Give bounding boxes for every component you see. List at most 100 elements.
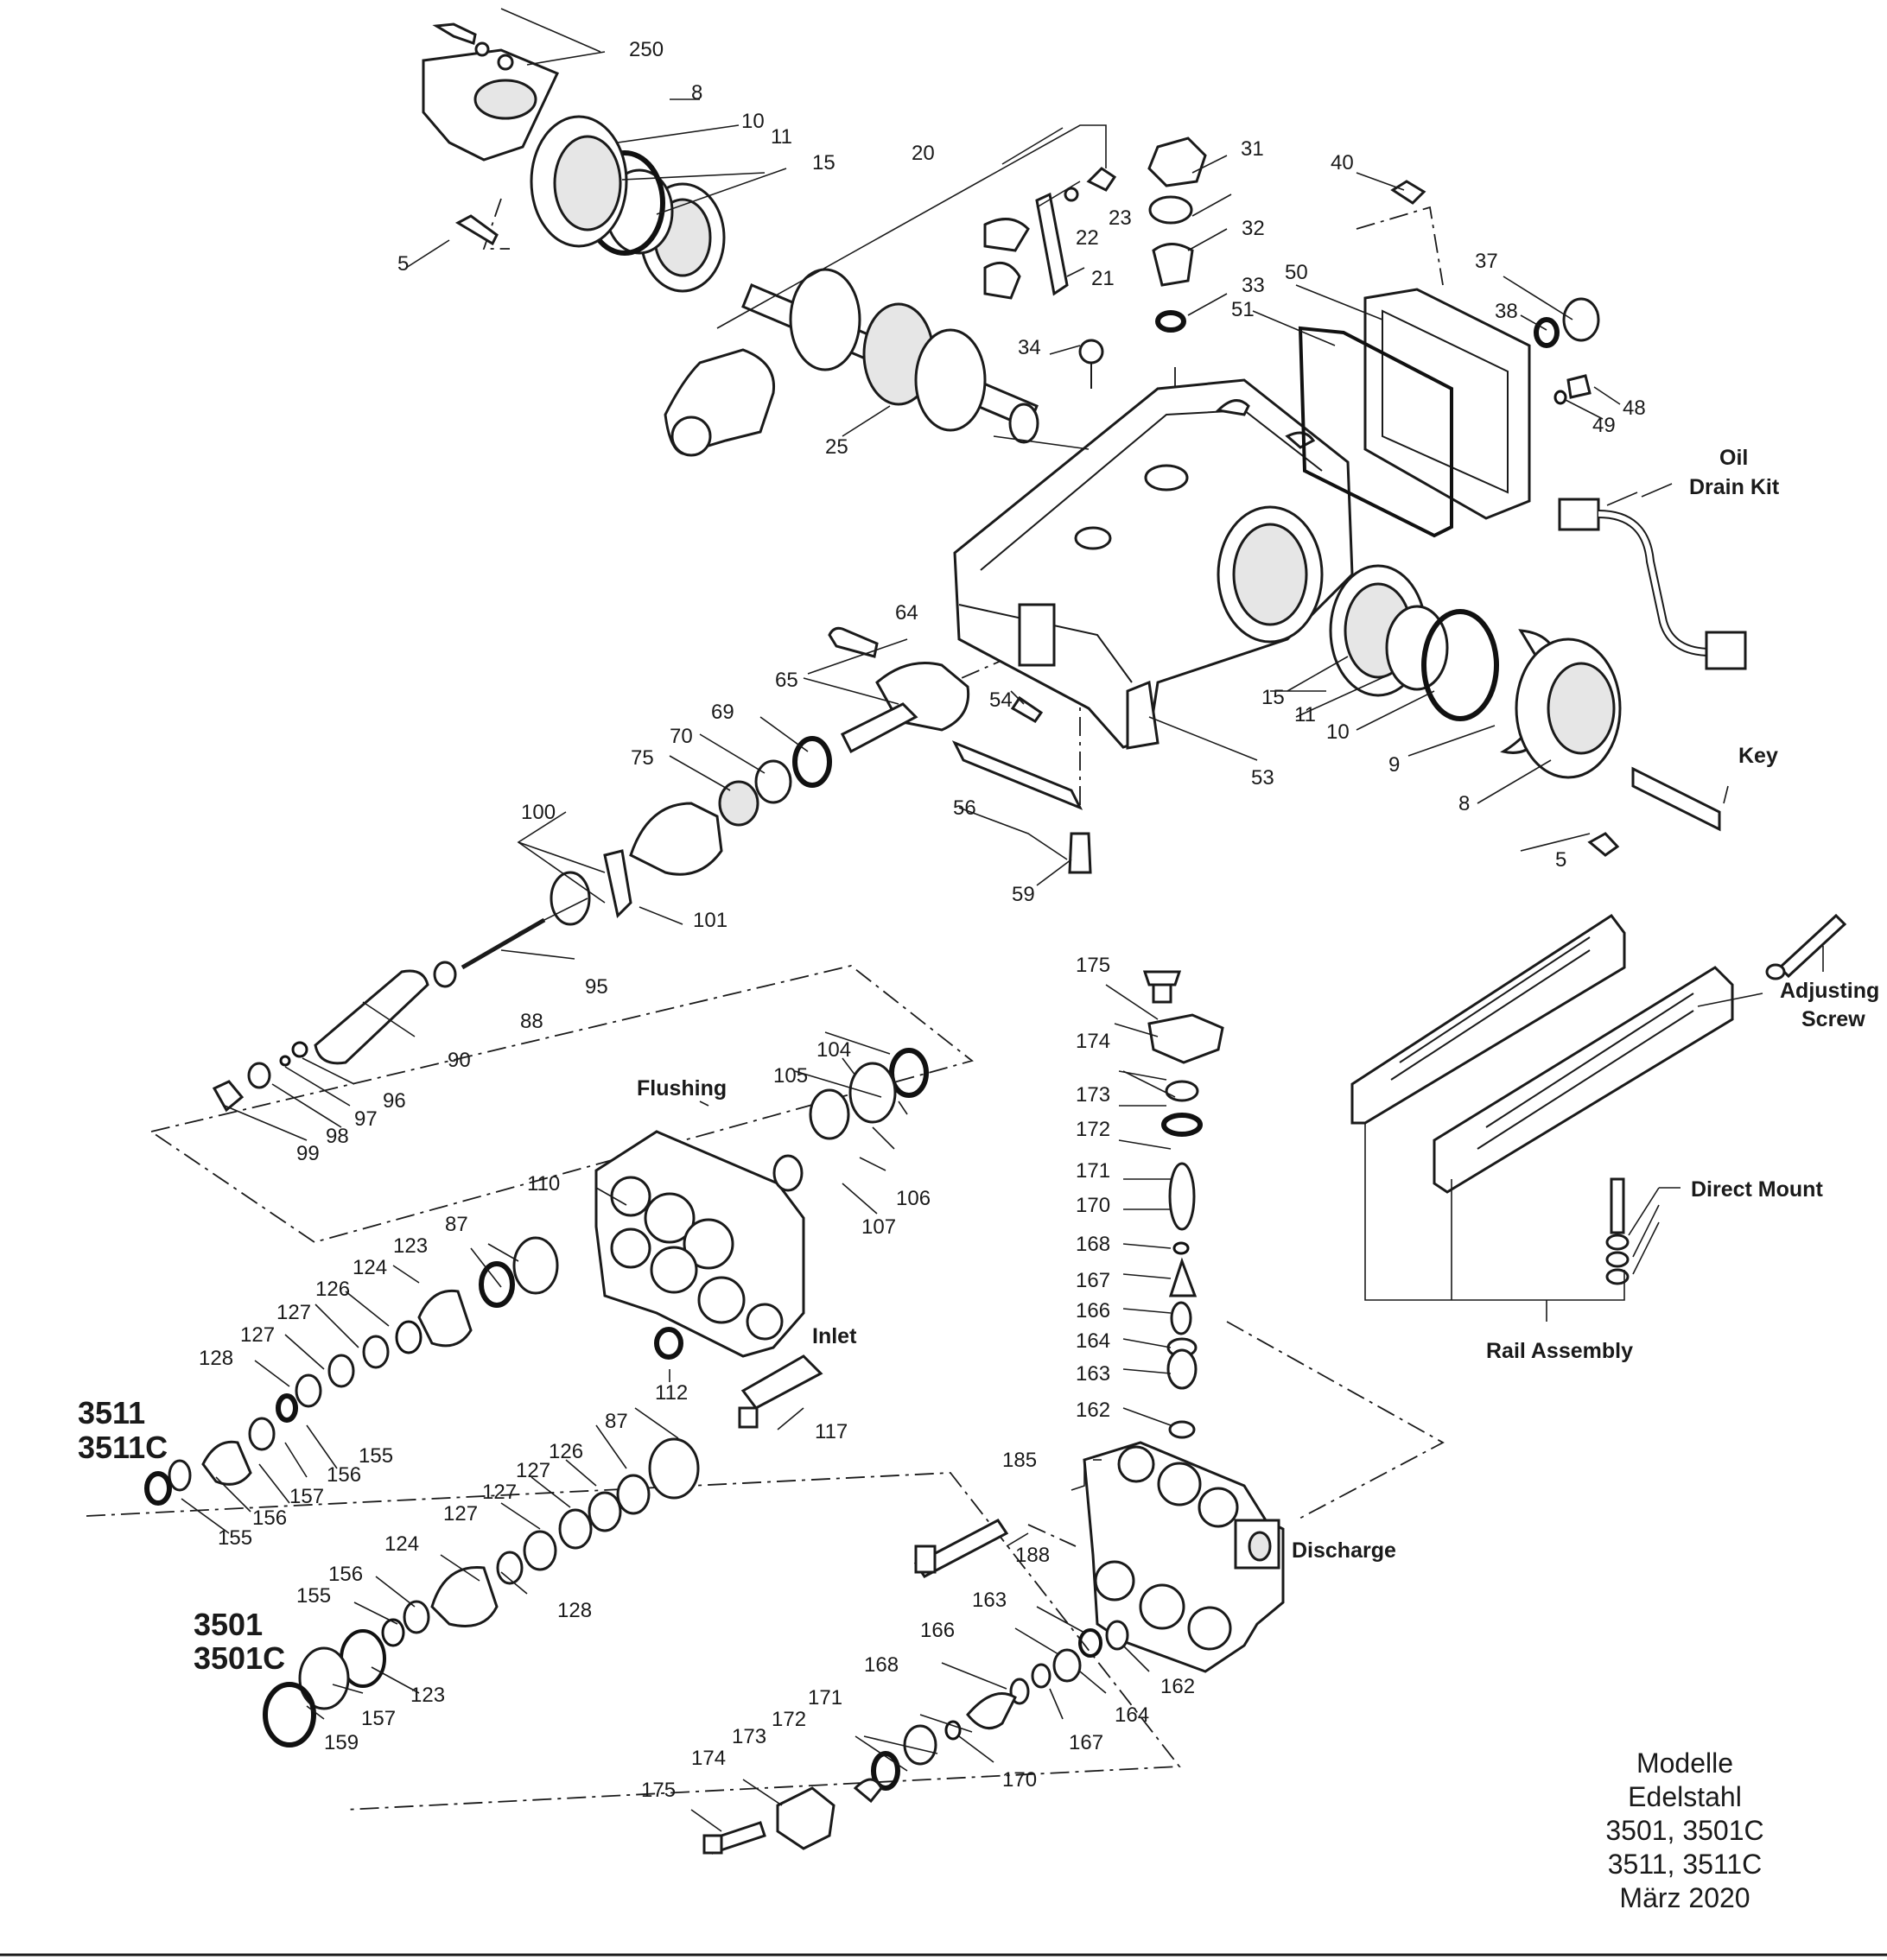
model-3501: 3501 (194, 1607, 263, 1642)
callout-166b: 166 (920, 1619, 955, 1642)
callout-96: 96 (383, 1089, 406, 1113)
callout-20: 20 (912, 142, 935, 165)
callout-38: 38 (1495, 300, 1518, 323)
callout-126: 126 (315, 1278, 350, 1301)
callout-9: 9 (1388, 753, 1400, 777)
callout-127b: 127 (240, 1323, 275, 1347)
callout-11b: 11 (1294, 703, 1316, 726)
callout-31: 31 (1241, 137, 1264, 161)
callout-100: 100 (521, 801, 556, 824)
model-labels: 3511 3511C 3501 3501C (78, 1395, 285, 1676)
callout-33: 33 (1242, 274, 1265, 297)
valve-stack-upper (1142, 970, 1224, 1439)
callout-156: 156 (327, 1463, 361, 1487)
footnote-line-2: Edelstahl (1628, 1781, 1742, 1812)
callout-166: 166 (1076, 1299, 1110, 1323)
callout-185: 185 (1002, 1449, 1037, 1472)
callout-69: 69 (711, 701, 734, 724)
callout-105: 105 (773, 1064, 808, 1088)
callout-8: 8 (691, 81, 702, 105)
footnote-line-4: 3511, 3511C (1608, 1849, 1763, 1880)
leader-lines (181, 8, 1824, 1832)
callout-22: 22 (1076, 226, 1099, 250)
callout-126b: 126 (549, 1440, 583, 1463)
callout-32: 32 (1242, 217, 1265, 240)
callout-11: 11 (771, 125, 792, 149)
callout-171b: 171 (808, 1686, 842, 1709)
callout-34: 34 (1018, 336, 1041, 359)
callout-123b: 123 (410, 1684, 445, 1707)
callout-75: 75 (631, 746, 654, 770)
callout-174: 174 (1076, 1030, 1110, 1053)
callout-15b: 15 (1261, 686, 1285, 709)
oil-drain-kit (1558, 498, 1747, 670)
plunger-assembly (212, 626, 1092, 1113)
callout-127d: 127 (482, 1481, 517, 1504)
callout-87b: 87 (605, 1410, 628, 1433)
callout-5: 5 (397, 252, 409, 276)
callout-98: 98 (326, 1125, 349, 1148)
callout-162b: 162 (1160, 1675, 1195, 1698)
label-adjusting: Adjusting (1780, 979, 1879, 1003)
callout-90: 90 (448, 1049, 471, 1072)
callout-51: 51 (1231, 298, 1255, 321)
callout-64: 64 (895, 601, 918, 625)
callout-37: 37 (1475, 250, 1498, 273)
callout-99: 99 (296, 1142, 320, 1165)
callout-70: 70 (670, 725, 693, 748)
callout-40: 40 (1331, 151, 1354, 174)
callout-88: 88 (520, 1010, 543, 1033)
label-rail-assembly: Rail Assembly (1486, 1339, 1633, 1363)
callout-107: 107 (861, 1215, 896, 1239)
model-3511: 3511 (78, 1395, 145, 1430)
model-3511c: 3511C (78, 1430, 168, 1465)
footnote-line-5: März 2020 (1619, 1882, 1750, 1913)
callout-171: 171 (1076, 1159, 1110, 1183)
callout-5b: 5 (1555, 848, 1566, 872)
callout-127e: 127 (443, 1502, 478, 1526)
callout-175: 175 (1076, 954, 1110, 977)
valve-stack-lower (702, 1519, 1129, 1855)
model-3501c: 3501C (194, 1640, 285, 1676)
callout-175b: 175 (641, 1779, 676, 1802)
callout-15: 15 (812, 151, 835, 174)
callout-155b: 155 (218, 1526, 252, 1550)
callout-164b: 164 (1115, 1703, 1149, 1727)
lower-seal-stack (263, 1437, 700, 1748)
callout-95: 95 (585, 975, 608, 999)
callout-117: 117 (815, 1420, 848, 1443)
callout-156b: 156 (252, 1506, 287, 1530)
callout-188: 188 (1015, 1544, 1050, 1567)
callout-172: 172 (1076, 1118, 1110, 1141)
footnote-line-3: 3501, 3501C (1605, 1815, 1763, 1846)
callout-48: 48 (1623, 396, 1646, 420)
callout-56: 56 (953, 796, 976, 820)
inlet-seal-stack (144, 1048, 929, 1506)
callout-54: 54 (989, 688, 1013, 712)
label-direct-mount: Direct Mount (1691, 1177, 1823, 1202)
part-number-callouts: 250 8 10 11 15 20 31 40 5 22 23 21 32 33… (199, 38, 1646, 1802)
callout-124b: 124 (384, 1532, 419, 1556)
callout-170: 170 (1076, 1194, 1110, 1217)
callout-163: 163 (1076, 1362, 1110, 1386)
callout-155c: 155 (296, 1584, 331, 1608)
callout-25: 25 (825, 435, 848, 459)
callout-10b: 10 (1326, 720, 1350, 744)
callout-21: 21 (1091, 267, 1115, 290)
callout-101: 101 (693, 909, 727, 932)
callout-128b: 128 (557, 1599, 592, 1622)
callout-97: 97 (354, 1107, 378, 1131)
label-oil: Oil (1719, 446, 1748, 470)
callout-49: 49 (1592, 414, 1616, 437)
callout-112: 112 (655, 1381, 688, 1405)
callout-170b: 170 (1002, 1768, 1037, 1792)
callout-104: 104 (816, 1038, 851, 1062)
callout-173: 173 (1076, 1083, 1110, 1107)
callout-156c: 156 (328, 1563, 363, 1586)
callout-10: 10 (741, 110, 765, 133)
callout-124: 124 (353, 1256, 387, 1279)
callout-167b: 167 (1069, 1731, 1103, 1754)
footnote-line-1: Modelle (1636, 1748, 1733, 1779)
callout-128: 128 (199, 1347, 233, 1370)
